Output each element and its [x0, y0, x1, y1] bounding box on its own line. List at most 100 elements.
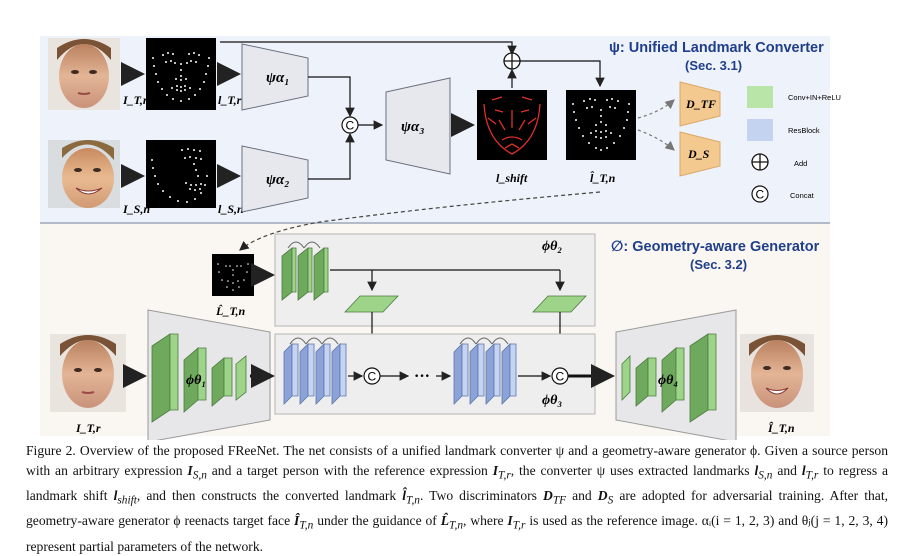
concat-node-top-symbol: C	[346, 119, 355, 133]
caption-s10: , where	[463, 513, 504, 529]
legend-concat-icon	[751, 185, 769, 203]
legend-conv-label: Conv+IN+ReLU	[788, 93, 841, 102]
caption-sym-ISn: I	[187, 462, 193, 478]
caption-lead: Figure 2. Overview of the proposed FReeN…	[26, 443, 888, 478]
caption-s3: and	[777, 462, 797, 478]
module-psi-alpha1	[241, 43, 309, 111]
caption-sym-DS: D	[597, 487, 608, 503]
theta4-conv-blocks	[621, 333, 717, 423]
caption-sym-ITr2-sub: T,r	[512, 519, 526, 532]
legend-concat-label: Concat	[790, 191, 815, 200]
generator-title: ∅: Geometry-aware Generator	[611, 239, 820, 255]
module-psi-alpha2-label: ψα₂	[266, 172, 290, 188]
dashed-to-ds	[637, 129, 675, 151]
legend-concat-icon-letter: C	[756, 188, 765, 202]
discriminator-ds	[679, 131, 721, 177]
caption-s2: , the converter ψ uses extracted landmar…	[510, 462, 750, 478]
theta2-flat-block-1	[344, 295, 399, 313]
discriminator-ds-label: D_S	[687, 147, 710, 161]
caption-sym-lSn-sub: S,n	[758, 469, 773, 482]
label-L-hat-Tn: L̂_T,n	[215, 304, 246, 318]
dashed-to-dtf	[637, 99, 675, 119]
caption-sym-DS-sub: S	[607, 494, 614, 507]
generator-section: (Sec. 3.2)	[690, 257, 747, 272]
caption-sym-ITr: I	[492, 462, 499, 478]
landmark-converted	[566, 90, 636, 160]
legend-resblock-swatch	[747, 119, 773, 141]
caption-s4: to regress a landmark shift	[26, 462, 889, 503]
landmark-target-reference	[146, 38, 216, 110]
module-phi-theta1-label: ϕθ₁	[186, 373, 206, 388]
figure-diagram: I_T,r l_T,r I_S,n l_S,n ψα₁ ψα₂ C	[40, 36, 841, 440]
caption-sym-DTF: D	[542, 487, 553, 503]
caption-sym-ITr2: I	[507, 513, 513, 529]
label-l-shift: l_shift	[496, 171, 528, 185]
face-target-reference	[48, 38, 120, 110]
legend-add-label: Add	[794, 159, 807, 168]
module-phi-theta3-label: ϕθ₃	[542, 393, 562, 408]
module-psi-alpha1-label: ψα₁	[266, 70, 290, 86]
concat-node-bottom-2-symbol: C	[556, 370, 565, 384]
caption-s7: and	[572, 487, 592, 503]
module-psi-alpha3-label: ψα₃	[401, 119, 425, 135]
module-phi-theta2-label: ϕθ₂	[542, 239, 562, 254]
caption-s1: and a target person with the reference e…	[211, 462, 488, 478]
theta1-conv-blocks	[151, 333, 247, 423]
theta3-resblocks-right	[453, 337, 517, 405]
module-phi-theta4-label: ϕθ₄	[658, 373, 678, 388]
discriminator-dtf	[679, 81, 721, 127]
legend-add-icon-cross	[752, 154, 768, 170]
line-alpha1-to-concat	[308, 76, 355, 118]
label-I-Tr-bottom: I_T,r	[75, 421, 101, 435]
legend-resblock-label: ResBlock	[788, 126, 820, 135]
caption-sym-lshift-sub: shift	[117, 494, 137, 507]
concat-node-bottom-1-symbol: C	[368, 370, 377, 384]
caption-sym-Lhat: L̂	[440, 513, 450, 529]
caption-sym-Ihat-sub: T,n	[299, 519, 314, 532]
line-alpha2-to-concat	[308, 132, 355, 180]
module-psi-alpha3	[385, 77, 451, 175]
caption-s9: under the guidance of	[317, 513, 437, 529]
caption-sym-ITr-sub: T,r	[498, 469, 511, 482]
converter-title: ψ: Unified Landmark Converter	[609, 40, 824, 56]
landmark-source	[146, 140, 216, 208]
caption-s5: , and then constructs the converted land…	[136, 487, 397, 503]
add-node-symbol	[504, 53, 520, 69]
face-output	[740, 334, 814, 412]
face-reference-input	[50, 334, 126, 412]
label-I-hat-Tn: Î_T,n	[767, 421, 795, 435]
theta3-resblocks-left	[283, 337, 347, 405]
legend-conv-swatch	[747, 86, 773, 108]
caption-sym-lhat-sub: T,n	[406, 494, 420, 507]
label-I-Tr: I_T,r	[122, 93, 148, 107]
caption-sym-lTr-sub: T,r	[805, 469, 819, 482]
caption-sym-lTr: l	[801, 462, 806, 478]
label-I-Sn: I_S,n	[122, 202, 150, 216]
line-lTr-to-add	[220, 41, 517, 56]
caption-sym-lshift: l	[113, 487, 118, 503]
landmark-guidance	[212, 254, 254, 296]
caption-s6: . Two discriminators	[419, 487, 537, 503]
label-l-Sn: l_S,n	[218, 202, 244, 216]
caption-sym-lhat: l̂	[402, 487, 406, 503]
ellipsis-dots: ···	[414, 368, 430, 385]
discriminator-dtf-label: D_TF	[685, 97, 716, 111]
figure-caption: Figure 2. Overview of the proposed FReeN…	[26, 441, 888, 556]
caption-s8: are adopted for adversarial training. Af…	[26, 487, 889, 529]
caption-sym-lSn: l	[754, 462, 759, 478]
theta2-conv-blocks	[281, 241, 329, 301]
caption-sym-Ihat: Î	[294, 513, 300, 529]
caption-sym-Lhat-sub: T,n	[449, 519, 464, 532]
dashed-converted-to-generator	[239, 191, 601, 251]
label-l-Tr: l_T,r	[218, 93, 242, 107]
line-add-to-converted	[520, 60, 605, 88]
module-phi-theta1-frame	[147, 309, 271, 440]
label-l-hat-Tn: l̂_T,n	[589, 171, 615, 185]
theta2-flat-block-2	[532, 295, 587, 313]
face-source	[48, 140, 120, 208]
landmark-shift	[477, 90, 547, 160]
caption-sym-DTF-sub: TF	[552, 494, 567, 507]
caption-sym-ISn-sub: S,n	[192, 469, 207, 482]
module-psi-alpha2	[241, 145, 309, 213]
converter-section: (Sec. 3.1)	[685, 58, 742, 73]
